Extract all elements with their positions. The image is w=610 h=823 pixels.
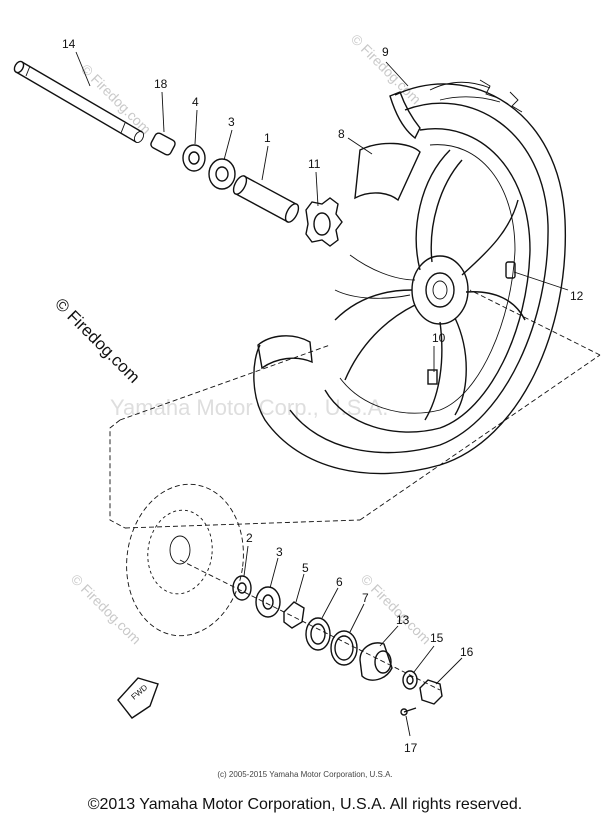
fwd-label: FWD (130, 683, 150, 702)
label-13: 13 (396, 613, 410, 627)
label-12: 12 (570, 289, 584, 303)
label-16: 16 (460, 645, 474, 659)
label-7: 7 (362, 591, 369, 605)
watermark-site-1: © Firedog.com (78, 61, 154, 137)
label-17: 17 (404, 741, 418, 755)
part-labels: 14 18 4 3 1 11 9 8 12 10 2 3 5 6 7 13 15… (62, 37, 584, 755)
watermark-site-2: © Firedog.com (348, 31, 424, 107)
cast-wheel-with-tire (253, 79, 567, 475)
label-3-lower: 3 (276, 545, 283, 559)
label-3-upper: 3 (228, 115, 235, 129)
upper-bearing-parts (150, 132, 300, 223)
leader-lines (75, 51, 569, 737)
label-1: 1 (264, 131, 271, 145)
copyright-small: (c) 2005-2015 Yamaha Motor Corporation, … (217, 770, 393, 779)
label-8: 8 (338, 127, 345, 141)
brake-disc (126, 483, 244, 637)
watermark-site-3: © Firedog.com (68, 571, 144, 647)
axle (13, 60, 145, 144)
watermark-site-4: © Firedog.com (358, 571, 434, 647)
label-2-lower: 2 (246, 531, 253, 545)
watermark-center: Yamaha Motor Corp., U.S.A. (110, 395, 388, 420)
assembly-axis (179, 559, 441, 691)
label-15: 15 (430, 631, 444, 645)
label-4: 4 (192, 95, 199, 109)
label-11: 11 (308, 157, 321, 171)
label-18: 18 (154, 77, 168, 91)
label-9: 9 (382, 45, 389, 59)
label-6: 6 (336, 575, 343, 589)
label-5: 5 (302, 561, 309, 575)
assembly-outline (109, 289, 601, 529)
inner-tube (354, 142, 421, 202)
lower-bearing-parts (232, 575, 443, 716)
copyright-main: ©2013 Yamaha Motor Corporation, U.S.A. A… (87, 796, 523, 813)
label-10: 10 (432, 331, 446, 345)
fwd-arrow: FWD (117, 677, 159, 719)
speedometer-clutch (305, 197, 343, 247)
watermark-layer: © Firedog.com © Firedog.com © Firedog.co… (51, 31, 434, 647)
label-14: 14 (62, 37, 76, 51)
watermark-site-main: © Firedog.com (51, 294, 143, 386)
